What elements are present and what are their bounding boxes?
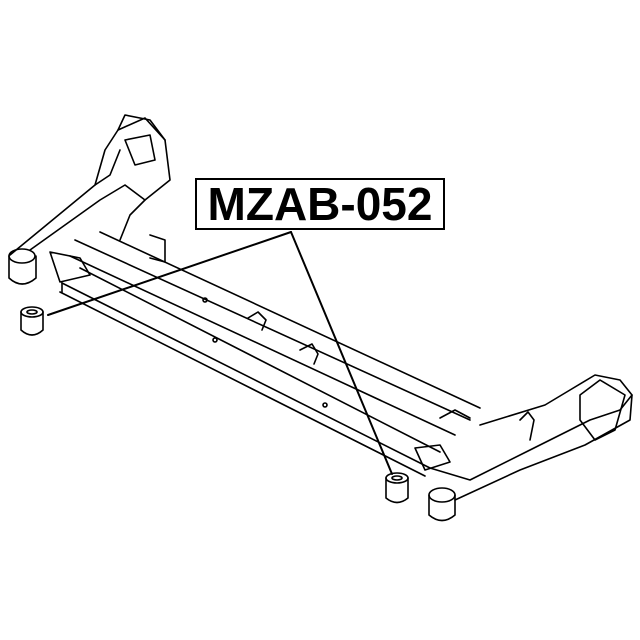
- leader-lines: [47, 231, 393, 475]
- center-brackets: [202, 297, 328, 408]
- right-arm-bushing: [414, 444, 456, 522]
- left-trailing-arm: [9, 114, 171, 263]
- loose-bushing-right: [385, 472, 409, 504]
- left-arm-bushing: [8, 248, 91, 285]
- loose-bushing-left: [20, 306, 44, 336]
- part-number-label: MZAB-052: [195, 178, 445, 230]
- right-trailing-arm: [429, 374, 633, 501]
- part-number-text: MZAB-052: [207, 178, 433, 230]
- axle-beam: [59, 231, 481, 477]
